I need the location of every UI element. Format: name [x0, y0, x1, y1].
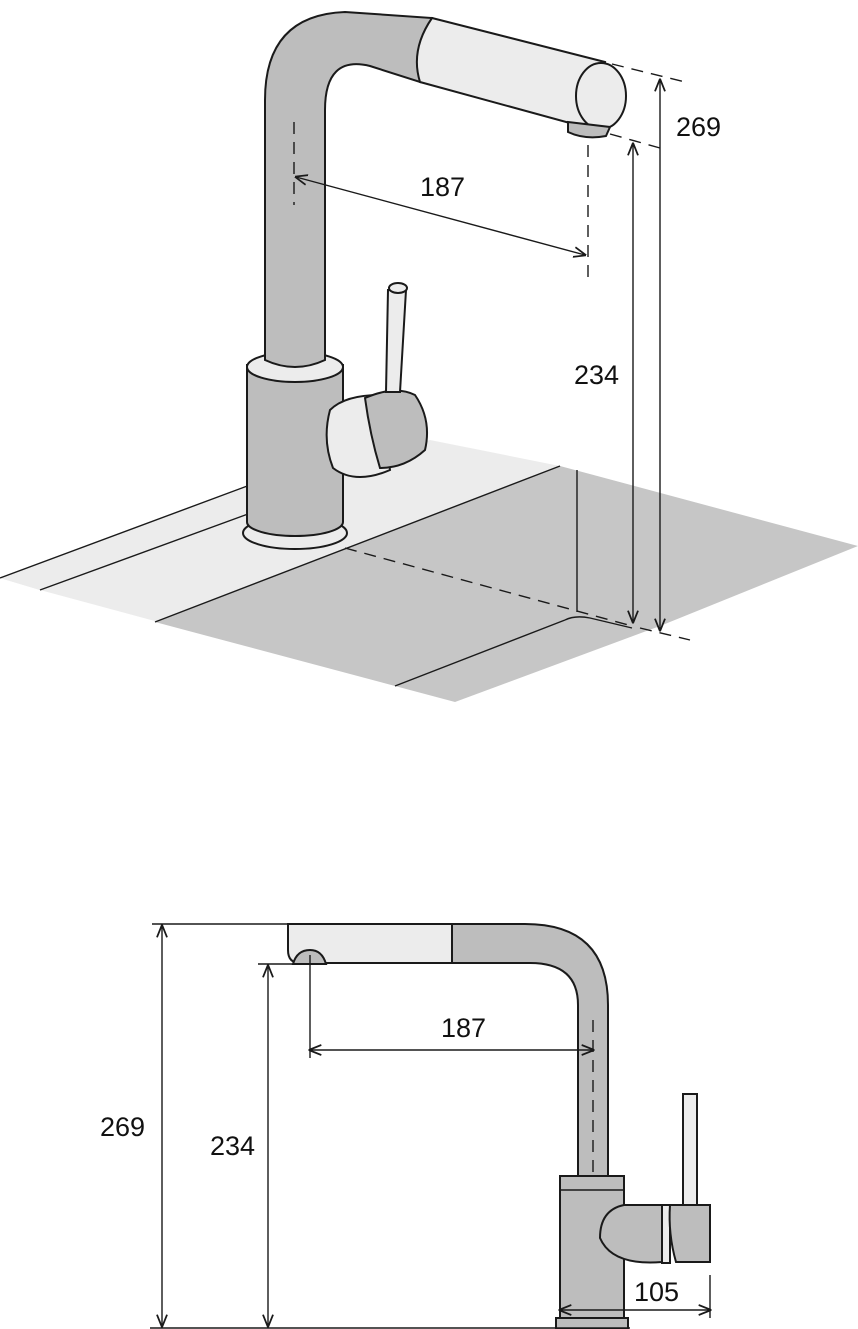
side-view: 187 269 234 105: [100, 923, 711, 1329]
spout-tube: [264, 10, 434, 368]
lever-handle: [384, 289, 408, 393]
spray-nozzle: [567, 120, 612, 139]
countertop-strip: [0, 486, 252, 590]
sink-corner: [564, 616, 633, 629]
lever-housing: [363, 389, 428, 470]
side-spray-head: [287, 923, 453, 964]
reach-dimension-line: [296, 177, 585, 255]
iso-spout-height-label: 234: [574, 360, 619, 390]
isometric-view: 187 269 234: [0, 10, 858, 702]
faucet-body: [246, 364, 344, 537]
sink-rim-line: [154, 465, 561, 623]
counter-edge-inner: [39, 513, 249, 591]
side-depth-label: 105: [634, 1277, 679, 1307]
spray-head: [415, 16, 607, 130]
base-projection-dashed: [344, 547, 633, 627]
nozzle-extension-dashed: [609, 133, 661, 149]
side-lever-handle: [682, 1093, 698, 1206]
iso-total-height-label: 269: [676, 112, 721, 142]
iso-reach-label: 187: [420, 172, 465, 202]
sink-basin: [155, 466, 858, 702]
side-lever-hub: [598, 1204, 663, 1264]
counter-edge: [0, 484, 251, 579]
sink-floor-line: [394, 619, 566, 687]
side-reach-label: 187: [441, 1013, 486, 1043]
base-projection-dashed-2: [639, 627, 691, 641]
side-lever-housing: [668, 1204, 711, 1263]
lever-tip: [388, 282, 408, 294]
top-extension-dashed: [611, 63, 686, 83]
spray-head-end: [575, 62, 627, 130]
side-total-height-label: 269: [100, 1112, 145, 1142]
side-base-ring: [555, 1317, 629, 1329]
side-spout-height-label: 234: [210, 1131, 255, 1161]
